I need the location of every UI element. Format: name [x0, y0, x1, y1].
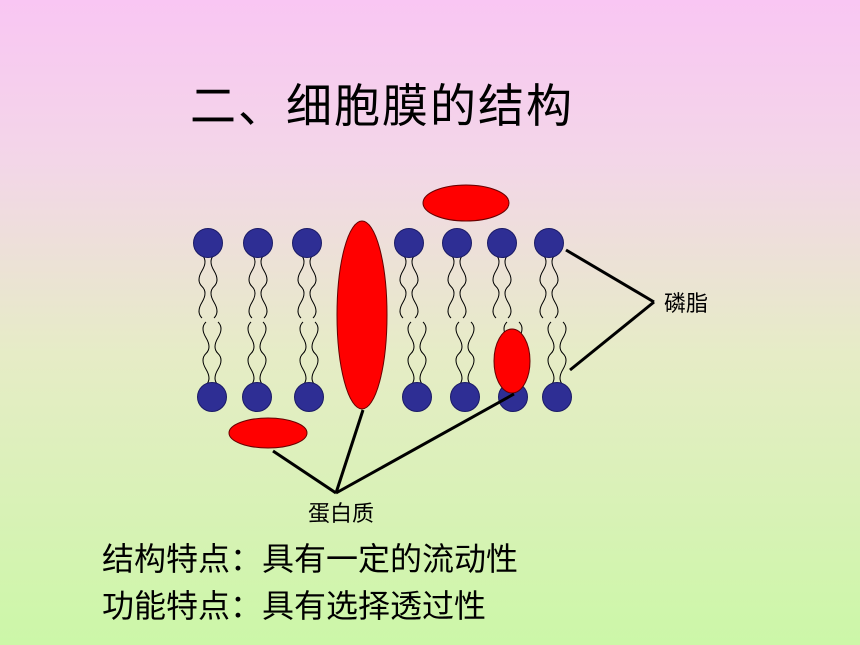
tail-bottom-left-1: [247, 321, 255, 386]
tail-top-right-3: [411, 254, 419, 319]
tail-top-right-0: [210, 254, 218, 319]
head-bottom-1: [242, 382, 272, 412]
tail-bottom-left-6: [547, 321, 555, 386]
pointer-protein-middle: [334, 409, 365, 494]
tail-top-right-6: [551, 254, 559, 319]
protein-label: 蛋白质: [308, 502, 375, 527]
pointer-phospholipid-upper: [565, 248, 655, 304]
head-bottom-6: [542, 382, 572, 412]
tail-top-left-5: [492, 254, 500, 319]
pointer-lines: [272, 248, 655, 495]
tail-top-left-1: [248, 254, 256, 319]
tail-top-left-0: [198, 254, 206, 319]
protein-embedded: [493, 328, 531, 394]
head-bottom-0: [197, 382, 227, 412]
pointer-protein-left: [272, 449, 337, 495]
protein-surface-bottom: [228, 417, 308, 449]
tail-top-right-4: [459, 254, 467, 319]
head-top-6: [534, 228, 564, 258]
head-bottom-4: [450, 382, 480, 412]
tail-top-right-5: [504, 254, 512, 319]
head-top-2: [292, 228, 322, 258]
tail-bottom-right-0: [214, 321, 222, 386]
phospholipid-heads: [193, 228, 572, 412]
protein-transmembrane: [336, 220, 388, 410]
head-top-0: [193, 228, 223, 258]
tail-top-right-2: [309, 254, 317, 319]
tail-bottom-right-1: [259, 321, 267, 386]
head-bottom-2: [294, 382, 324, 412]
pointer-protein-right: [335, 392, 515, 495]
proteins: [228, 184, 531, 449]
function-feature-text: 功能特点：具有选择透过性: [102, 587, 487, 625]
head-top-4: [442, 228, 472, 258]
tail-bottom-left-3: [407, 321, 415, 386]
head-bottom-3: [402, 382, 432, 412]
structure-feature-text: 结构特点：具有一定的流动性: [102, 540, 519, 578]
protein-surface-top: [422, 184, 510, 222]
pointer-phospholipid-lower: [569, 300, 655, 372]
tail-bottom-right-2: [311, 321, 319, 386]
tail-bottom-right-4: [467, 321, 475, 386]
head-top-5: [487, 228, 517, 258]
tail-bottom-left-4: [455, 321, 463, 386]
tail-top-left-6: [539, 254, 547, 319]
tail-bottom-left-0: [202, 321, 210, 386]
tail-top-left-4: [447, 254, 455, 319]
tail-top-left-3: [399, 254, 407, 319]
page-title: 二、细胞膜的结构: [190, 79, 574, 133]
tail-bottom-right-3: [419, 321, 427, 386]
tail-bottom-right-6: [559, 321, 567, 386]
head-top-3: [394, 228, 424, 258]
head-top-1: [243, 228, 273, 258]
tail-top-left-2: [297, 254, 305, 319]
phospholipid-label: 磷脂: [664, 292, 709, 317]
tail-bottom-left-2: [299, 321, 307, 386]
tail-top-right-1: [260, 254, 268, 319]
